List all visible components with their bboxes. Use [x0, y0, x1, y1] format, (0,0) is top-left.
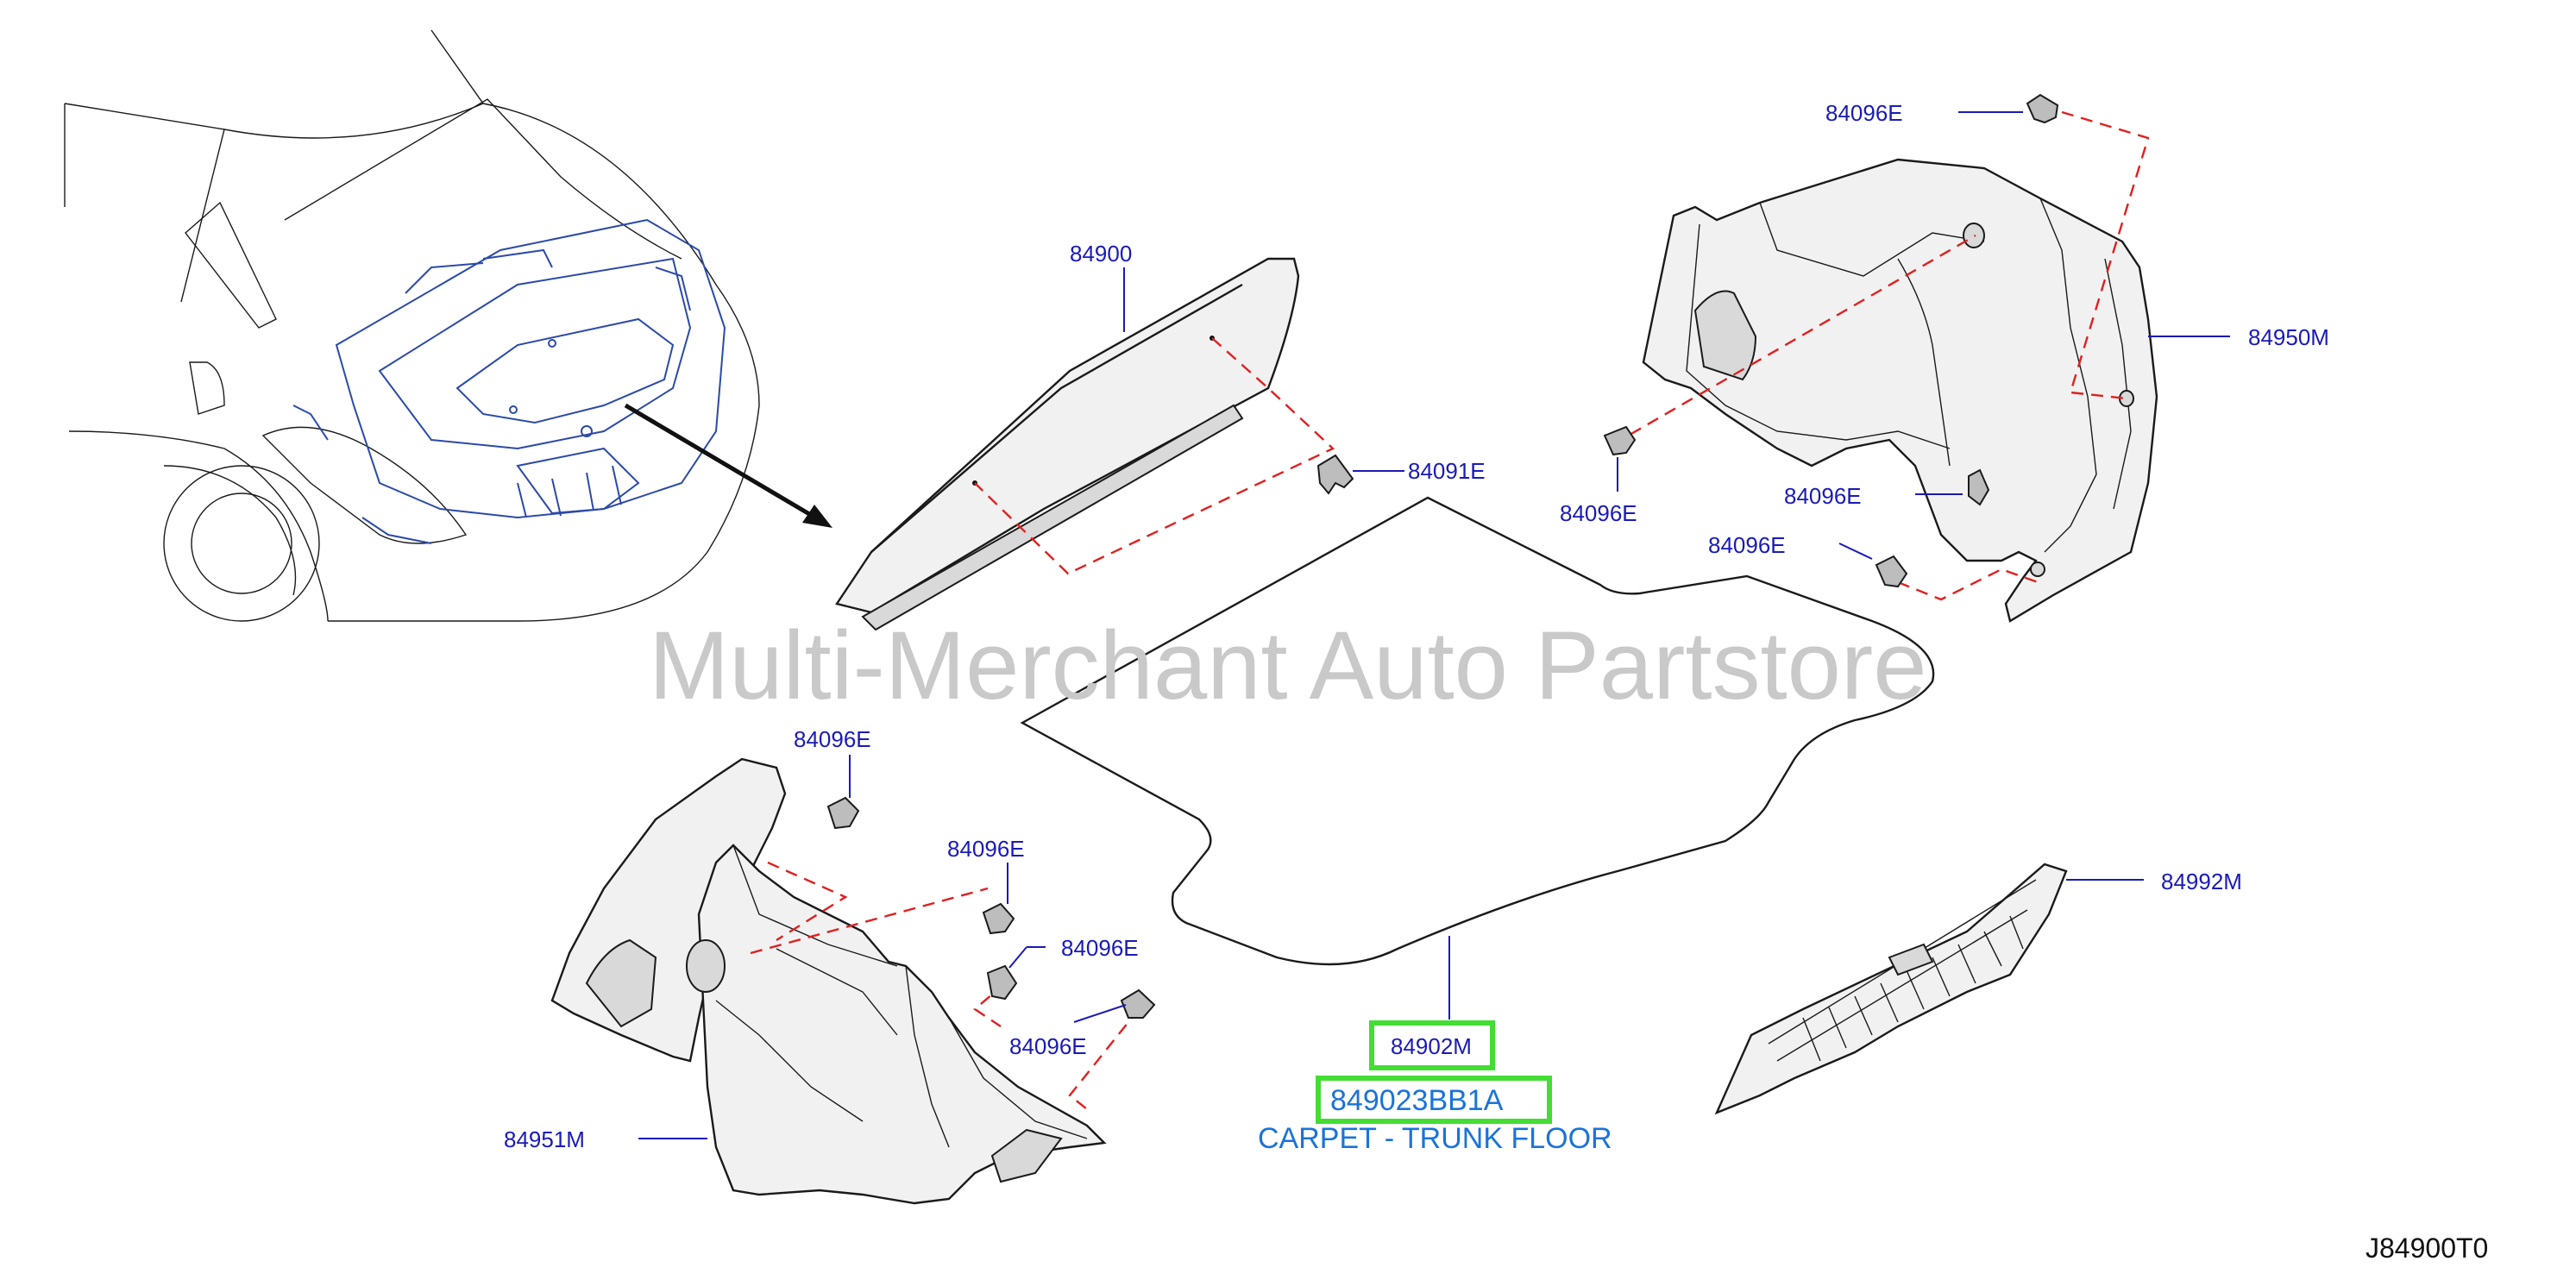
trunk-side-finisher-right-84950M[interactable] — [1642, 158, 2158, 623]
clip-84091E[interactable] — [1316, 454, 1354, 495]
label-84096E-l2: 84096E — [947, 836, 1025, 862]
label-84096E-r1: 84096E — [1560, 500, 1637, 526]
label-84992M: 84992M — [2161, 869, 2242, 894]
label-84900: 84900 — [1070, 241, 1132, 267]
car-rear-illustration — [64, 29, 832, 622]
clip-84096E-l2[interactable] — [982, 902, 1015, 935]
diagram-id: J84900T0 — [2366, 1233, 2488, 1264]
label-84950M: 84950M — [2248, 324, 2329, 350]
label-84096E-l1: 84096E — [794, 726, 871, 752]
label-84096E-r2: 84096E — [1784, 483, 1862, 509]
clip-84096E-r3[interactable] — [1875, 555, 1908, 588]
highlighted-part-number[interactable]: 84902M — [1391, 1033, 1472, 1059]
label-84096E-r3: 84096E — [1708, 532, 1786, 558]
part-description: CARPET - TRUNK FLOOR — [1258, 1122, 1612, 1155]
highlighted-part-callout[interactable]: 84902M 849023BB1A CARPET - TRUNK FLOOR — [1258, 1020, 1612, 1155]
trunk-lid-finisher-84900[interactable] — [835, 257, 1300, 631]
clip-84096E-r1[interactable] — [1603, 425, 1637, 456]
label-84951M: 84951M — [504, 1126, 585, 1152]
oem-number-highlight-box — [1316, 1076, 1552, 1124]
trunk-side-finisher-left-84951M[interactable] — [550, 757, 1107, 1205]
clip-84096E-l4[interactable] — [1120, 988, 1156, 1019]
clip-84096E-l3[interactable] — [986, 964, 1018, 1001]
clip-84096E-r2[interactable] — [1968, 468, 1990, 506]
label-84096E-l4: 84096E — [1009, 1033, 1087, 1059]
clip-84096E-top[interactable] — [2026, 93, 2059, 124]
oem-part-number[interactable]: 849023BB1A — [1330, 1084, 1504, 1117]
label-84091E: 84091E — [1408, 458, 1486, 484]
label-84096E-l3: 84096E — [1061, 935, 1139, 961]
part-number-highlight-box — [1369, 1020, 1495, 1070]
trunk-floor-carpet-84902M[interactable] — [1020, 496, 1935, 966]
clip-84096E-l1[interactable] — [826, 796, 860, 830]
watermark-text: Multi-Merchant Auto Partstore — [649, 612, 1926, 719]
label-84096E-top: 84096E — [1825, 100, 1903, 126]
trunk-rear-plate-84992M[interactable] — [1714, 863, 2068, 1115]
